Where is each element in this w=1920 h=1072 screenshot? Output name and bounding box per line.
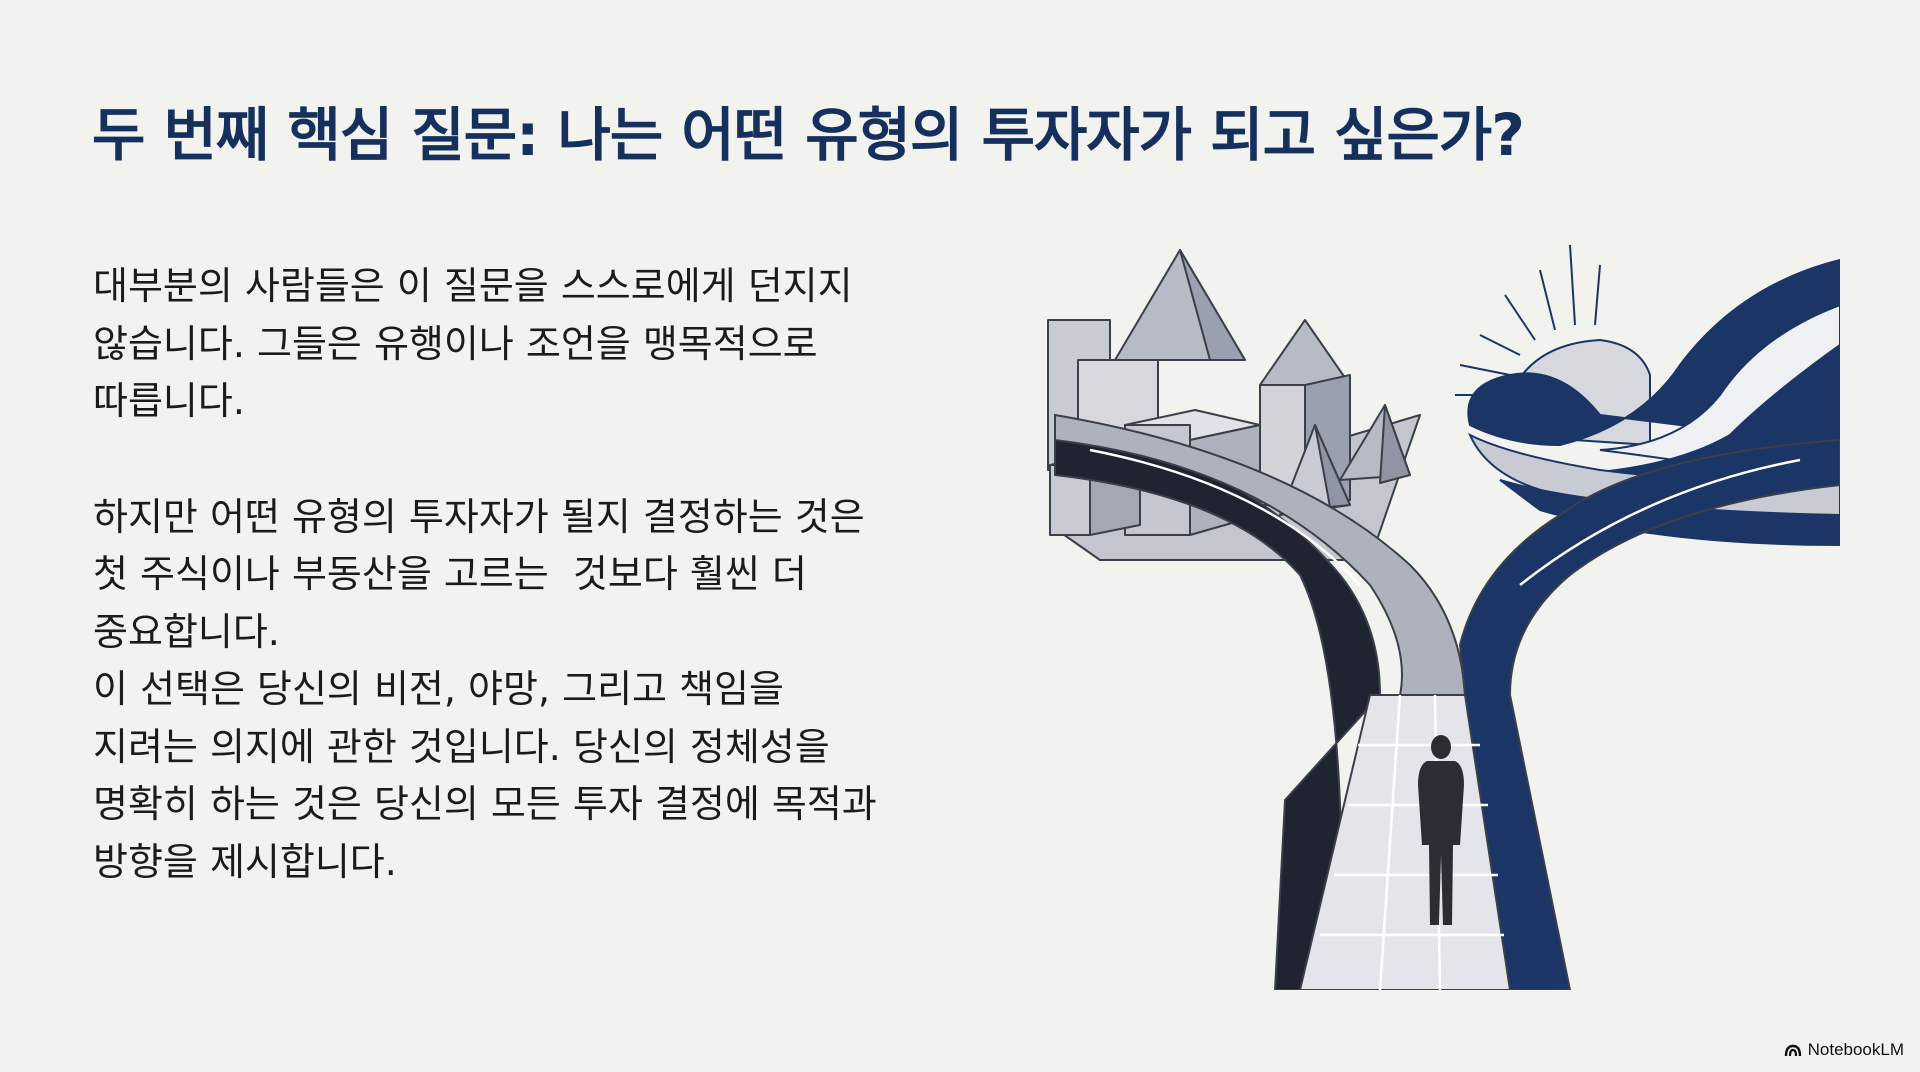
slide-title: 두 번째 핵심 질문: 나는 어떤 유형의 투자자가 되고 싶은가? <box>92 101 1525 169</box>
text-line: 않습니다. 그들은 유행이나 조언을 맹목적으로 <box>93 321 818 366</box>
text-line: 방향을 제시합니다. <box>93 839 397 884</box>
person-silhouette <box>1418 735 1464 925</box>
text-line: 이 선택은 당신의 비전, 야망, 그리고 책임을 <box>93 667 784 711</box>
slide-body: 대부분의 사람들은 이 질문을 스스로에게 던지지 않습니다. 그들은 유행이나… <box>93 258 953 891</box>
text-line: 따릅니다. <box>93 379 245 423</box>
text-line: 첫 주식이나 부동산을 고르는 것보다 훨씬 더 <box>93 552 807 596</box>
paragraph-2: 하지만 어떤 유형의 투자자가 될지 결정하는 것은 첫 주식이나 부동산을 고… <box>93 489 953 892</box>
text-line: 하지만 어떤 유형의 투자자가 될지 결정하는 것은 <box>93 494 865 539</box>
text-line: 지려는 의지에 관한 것입니다. 당신의 정체성을 <box>93 724 830 769</box>
notebooklm-branding: NotebookLM <box>1784 1040 1904 1060</box>
brand-label: NotebookLM <box>1807 1040 1904 1059</box>
text-line: 명확히 하는 것은 당신의 모든 투자 결정에 목적과 <box>93 782 877 826</box>
paragraph-1: 대부분의 사람들은 이 질문을 스스로에게 던지지 않습니다. 그들은 유행이나… <box>93 258 953 431</box>
text-line: 중요합니다. <box>93 609 280 654</box>
notebooklm-logo-icon <box>1784 1044 1801 1057</box>
text-line: 대부분의 사람들은 이 질문을 스스로에게 던지지 <box>93 264 853 308</box>
crossroads-illustration <box>1047 245 1840 990</box>
